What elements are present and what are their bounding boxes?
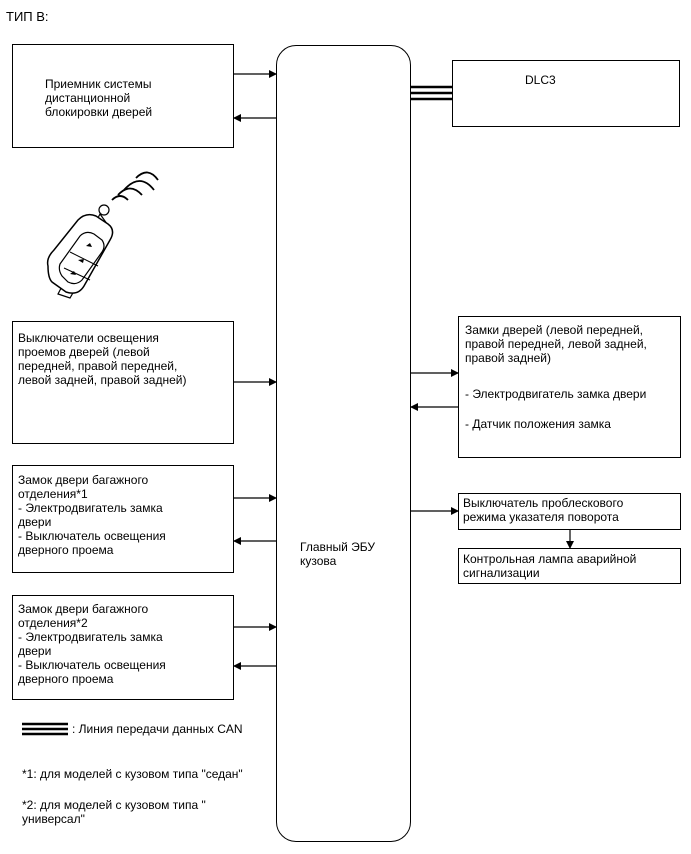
hazard-switch-block <box>458 493 681 530</box>
back-door-lock-1-label: Замок двери багажного отделения*1 - Элек… <box>18 473 166 557</box>
footnote-2: *2: для моделей с кузовом типа " универс… <box>22 798 206 826</box>
door-locks-label: Замки дверей (левой передней, правой пер… <box>465 323 647 365</box>
main-body-ecu-label: Главный ЭБУ кузова <box>300 540 376 568</box>
door-lock-motor-label: - Электродвигатель замка двери <box>465 387 647 401</box>
hazard-lamp-label: Контрольная лампа аварийной сигнализации <box>463 552 637 580</box>
wireless-signal-icon <box>111 195 129 201</box>
remote-receiver-label: Приемник системы дистанционной блокировк… <box>45 77 153 119</box>
hazard-switch-label: Выключатель проблескового режима указате… <box>463 496 624 524</box>
hazard-lamp-block <box>458 548 681 584</box>
footnote-1: *1: для моделей с кузовом типа "седан" <box>22 767 243 781</box>
remote-receiver-block <box>12 44 234 148</box>
can-legend-label: : Линия передачи данных CAN <box>72 722 243 736</box>
main-body-ecu-block <box>276 45 411 842</box>
door-courtesy-switches-block <box>12 321 234 444</box>
dlc3-block <box>452 60 680 127</box>
can-line-dlc3 <box>411 85 452 101</box>
key-fob-icon <box>46 171 159 299</box>
back-door-lock-1-block <box>12 465 234 573</box>
back-door-lock-2-block <box>12 595 234 700</box>
door-courtesy-switches-label: Выключатели освещения проемов дверей (ле… <box>18 331 187 387</box>
dlc3-label: DLC3 <box>525 73 556 87</box>
door-locks-block <box>458 316 681 458</box>
lock-position-sensor-label: - Датчик положения замка <box>465 417 611 431</box>
back-door-lock-2-label: Замок двери багажного отделения*2 - Элек… <box>18 602 166 686</box>
diagram-heading: ТИП B: <box>6 9 49 24</box>
can-legend-symbol <box>22 722 68 736</box>
